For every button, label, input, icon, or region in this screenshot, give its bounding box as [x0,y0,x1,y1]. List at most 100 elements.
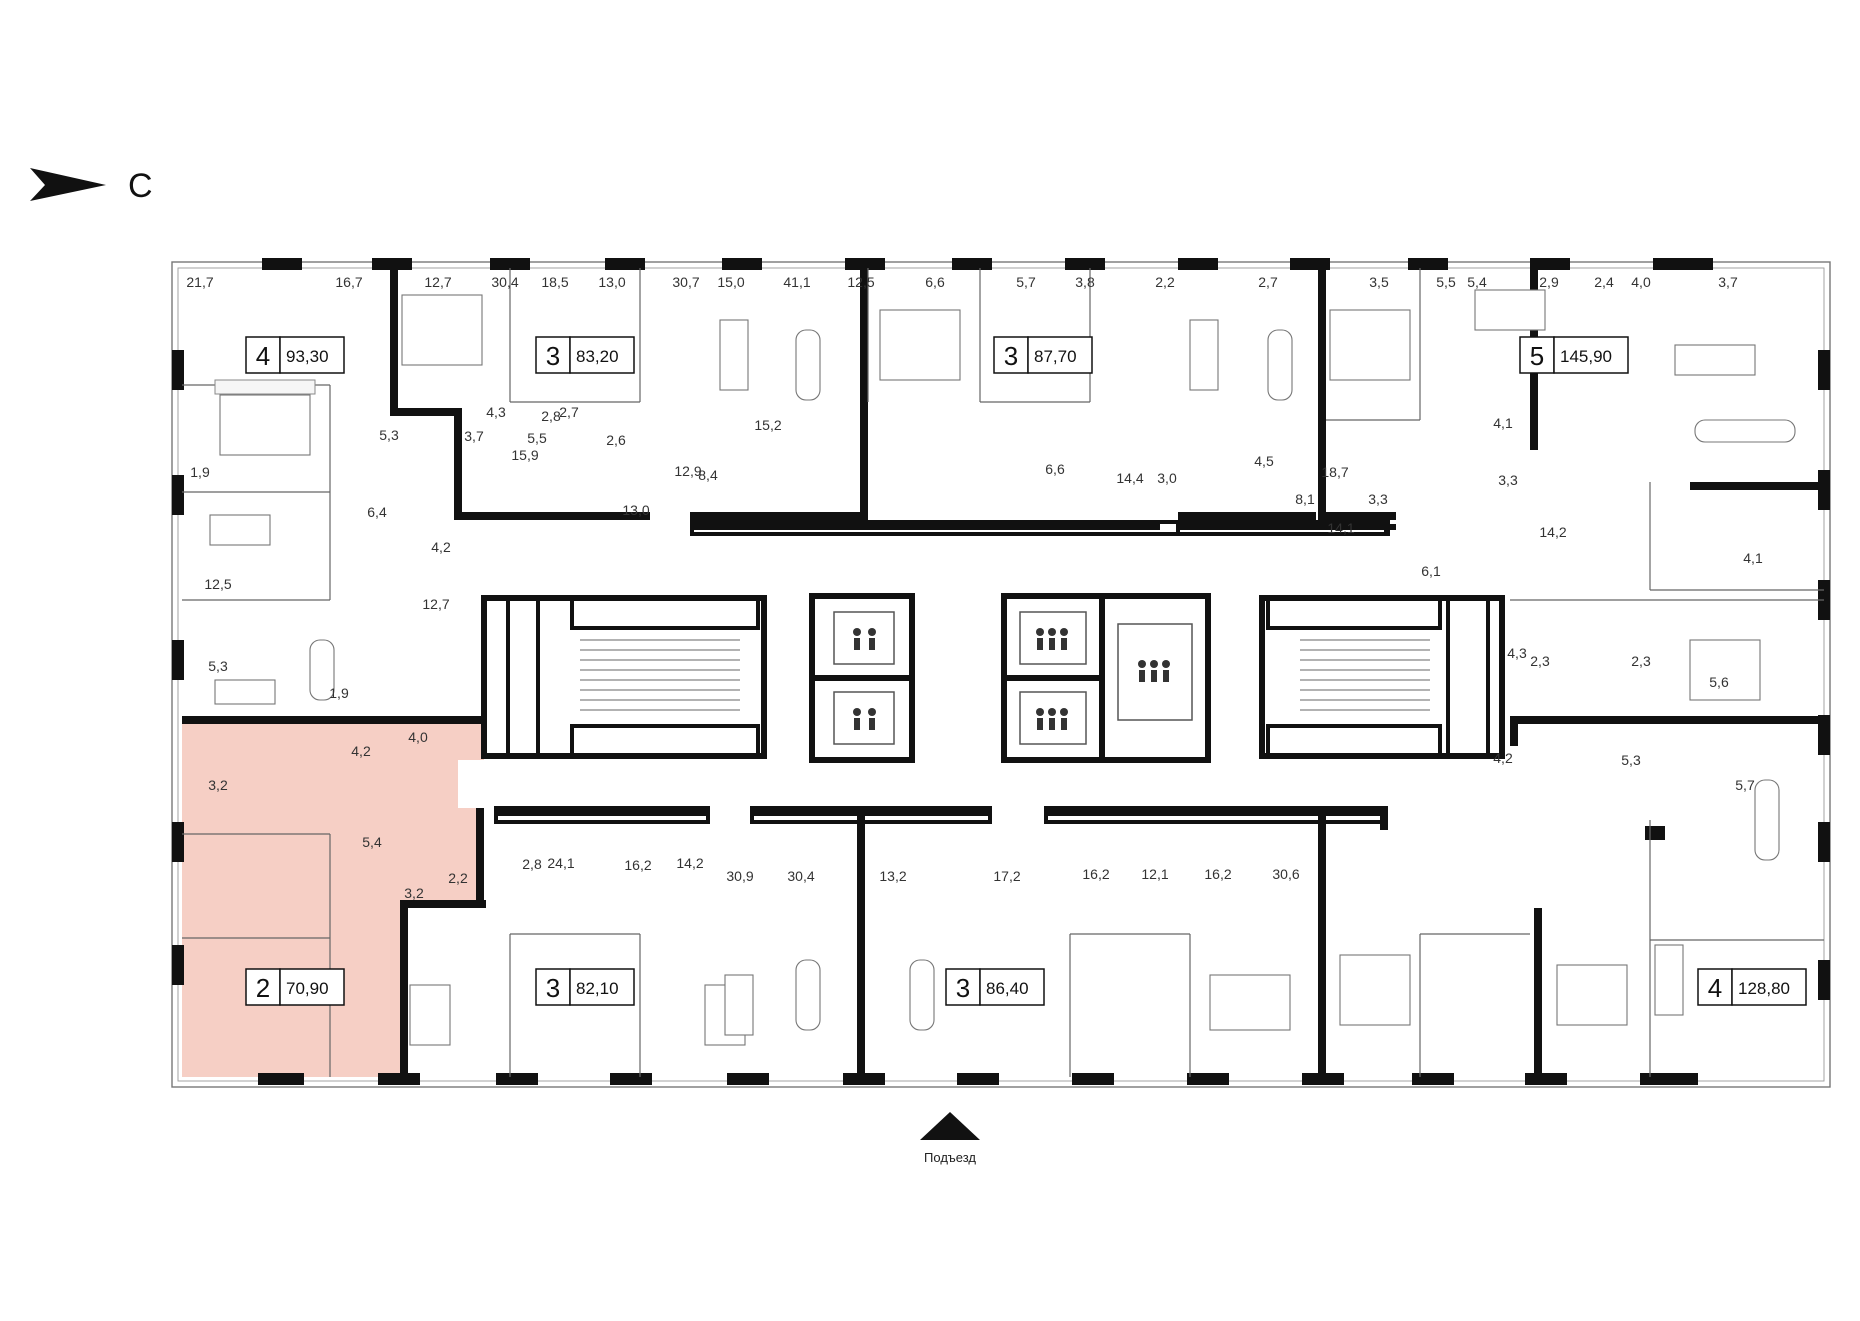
freight-elevator-icon [1036,628,1170,730]
room-area-label: 3,0 [1157,470,1177,486]
room-area-label: 30,9 [726,868,753,884]
room-area-label: 6,1 [1421,563,1441,579]
room-area-label: 1,9 [190,464,210,480]
room-area-label: 2,9 [1539,274,1559,290]
room-area-label: 3,5 [1369,274,1389,290]
room-area-label: 18,7 [1321,464,1348,480]
room-area-label: 14,4 [1116,470,1143,486]
entrance-label: Подъезд [924,1150,976,1165]
north-arrow-icon [30,168,106,201]
dining-table-icon [309,329,1796,1031]
room-area-label: 4,0 [1631,274,1651,290]
room-area-label: 2,3 [1530,653,1550,669]
room-area-label: 3,3 [1498,472,1518,488]
room-area-label: 30,4 [787,868,814,884]
room-area-label: 17,2 [993,868,1020,884]
room-area-label: 4,2 [431,539,451,555]
apartment-rooms-count: 3 [546,973,560,1003]
apartment-label[interactable]: 4 128,80 [1697,968,1807,1006]
room-area-label: 3,2 [404,885,424,901]
stair-treads-right [1300,639,1430,711]
room-area-label: 8,4 [698,467,718,483]
room-area-label: 5,4 [1467,274,1487,290]
window-blocks-bottom [258,1073,1698,1085]
room-area-label: 12,1 [1141,866,1168,882]
room-area-label: 18,5 [541,274,568,290]
entrance-triangle-icon [920,1112,980,1140]
room-area-label: 3,7 [464,428,484,444]
room-area-label: 15,9 [511,447,538,463]
room-area-label: 12,5 [204,576,231,592]
apartment-total-area: 82,10 [576,979,619,998]
room-area-label: 2,8 [541,408,561,424]
room-area-label: 4,3 [486,404,506,420]
room-area-label: 2,3 [1631,653,1651,669]
room-area-label: 8,1 [1295,491,1315,507]
room-area-label: 30,4 [491,274,518,290]
room-area-label: 5,5 [1436,274,1456,290]
elevator-icon [853,628,876,730]
room-area-label: 4,3 [1507,645,1527,661]
apartment-rooms-count: 3 [1004,341,1018,371]
room-area-label: 4,1 [1493,415,1513,431]
apartment-area-box [279,336,345,374]
room-area-label: 16,7 [335,274,362,290]
sofa-icon [214,319,1684,1036]
room-area-label: 3,2 [208,777,228,793]
apartment-total-area: 86,40 [986,979,1029,998]
apartment-total-area: 87,70 [1034,347,1077,366]
room-area-label: 4,2 [1493,750,1513,766]
partition-walls [182,268,1824,1077]
room-area-label: 12,5 [847,274,874,290]
apartment-total-area: 128,80 [1738,979,1790,998]
apartment-total-area: 83,20 [576,347,619,366]
room-area-label: 5,6 [1709,674,1729,690]
room-area-label: 13,0 [622,502,649,518]
compass-letter: С [128,167,153,205]
apartment-area-box [279,968,345,1006]
room-area-label: 5,7 [1016,274,1036,290]
room-area-label: 5,4 [362,834,382,850]
room-area-label: 16,2 [1204,866,1231,882]
window-blocks-top [262,258,1713,270]
apartment-rooms-count: 5 [1530,341,1544,371]
apartment-total-area: 145,90 [1560,347,1612,366]
apartment-rooms-count: 3 [546,341,560,371]
room-area-label: 24,1 [547,855,574,871]
room-area-label: 2,6 [606,432,626,448]
room-area-label: 13,0 [598,274,625,290]
room-area-label: 2,2 [448,870,468,886]
room-area-label: 14,2 [676,855,703,871]
room-area-label: 6,6 [925,274,945,290]
room-area-label: 5,7 [1735,777,1755,793]
corridor-walls [494,520,1390,824]
room-area-label: 12,7 [422,596,449,612]
apartment-rooms-count: 2 [256,973,270,1003]
room-area-label: 2,7 [1258,274,1278,290]
apartment-rooms-count: 3 [956,973,970,1003]
apartment-area-box [1027,336,1093,374]
room-area-label: 2,8 [522,856,542,872]
furniture [209,289,1796,1046]
apartment-label[interactable]: 5 145,90 [1519,336,1629,374]
apartment-area-box [979,968,1045,1006]
room-area-label: 12,7 [424,274,451,290]
apartment-rooms-count: 4 [1708,973,1722,1003]
room-area-label: 6,4 [367,504,387,520]
apartment-rooms-box [1697,968,1733,1006]
room-area-label: 5,5 [527,430,547,446]
room-area-label: 14,1 [1327,520,1354,536]
room-area-label: 2,4 [1594,274,1614,290]
room-area-label: 15,0 [717,274,744,290]
apartment-rooms-box [1519,336,1555,374]
apartment-rooms-count: 4 [256,341,270,371]
